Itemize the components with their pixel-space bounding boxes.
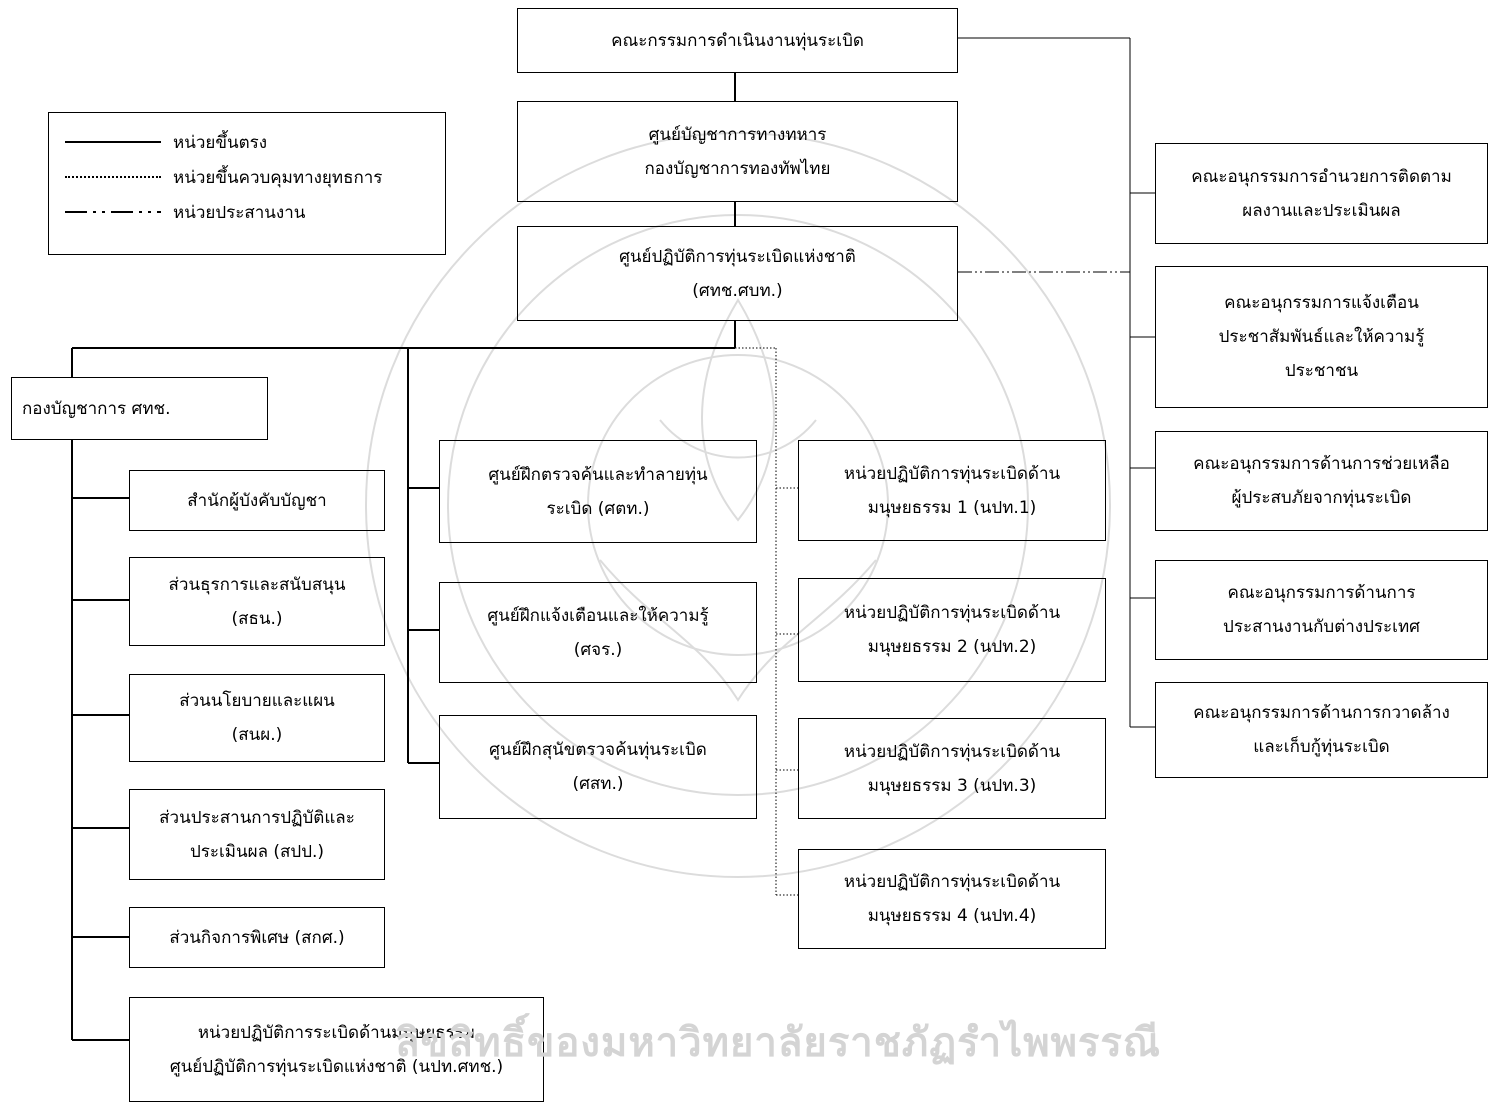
box-text-line: ประชาชน (1284, 361, 1359, 381)
box-text-line: สำนักผู้บังคับบัญชา (187, 490, 327, 511)
box-text-line: มนุษยธรรม 3 (นปท.3) (867, 775, 1037, 796)
box-text-line: คณะอนุกรรมการด้านการกวาดล้าง (1193, 703, 1450, 723)
box-text-line: กองบัญชาการ ศทช. (22, 398, 171, 419)
box-text-line: หน่วยปฏิบัติการระเบิดด้านมนุษยธรรม (197, 1022, 476, 1043)
box-text-line: มนุษยธรรม 4 (นปท.4) (867, 906, 1037, 926)
legend-dotted-line (65, 176, 161, 178)
box-text-line: ศูนย์ปฏิบัติการทุ่นระเบิดแห่งชาติ (619, 246, 856, 267)
humanitarian-unit-4: หน่วยปฏิบัติการทุ่นระเบิดด้านมนุษยธรรม 4… (798, 849, 1106, 949)
box-text-line: ส่วนประสานการปฏิบัติและ (159, 807, 355, 828)
box-text-line: หน่วยปฏิบัติการทุ่นระเบิดด้าน (843, 741, 1061, 762)
box-text-line: (ศสท.) (572, 774, 624, 794)
box-text-line: ประชาสัมพันธ์และให้ความรู้ (1218, 327, 1425, 347)
humanitarian-unit-1: หน่วยปฏิบัติการทุ่นระเบิดด้านมนุษยธรรม 1… (798, 440, 1106, 541)
box-text-line: ส่วนกิจการพิเศษ (สกศ.) (169, 927, 345, 948)
subcommittee-international: คณะอนุกรรมการด้านการประสานงานกับต่างประเ… (1155, 560, 1488, 660)
box-text-line: ส่วนธุรการและสนับสนุน (168, 574, 346, 595)
box-text-line: มนุษยธรรม 1 (นปท.1) (867, 497, 1037, 518)
training-center-detection-destruction: ศูนย์ฝึกตรวจค้นและทำลายทุ่นระเบิด (ศตท.) (439, 440, 757, 543)
legend: หน่วยขึ้นตรง หน่วยขึ้นควบคุมทางยุทธการ ห… (48, 112, 446, 255)
hq-box: กองบัญชาการ ศทช. (11, 377, 268, 440)
copyright-watermark: ลิขสิทธิ์ของมหาวิทยาลัยราชภัฏรำไพพรรณี (395, 1020, 1162, 1066)
box-text-line: (ศจร.) (573, 639, 623, 660)
subcommittee-monitoring: คณะอนุกรรมการอำนวยการติดตามผลงานและประเม… (1155, 143, 1488, 244)
box-text-line: ผลงานและประเมินผล (1242, 200, 1401, 221)
box-text-line: (สธน.) (231, 608, 283, 629)
box-text-line: ศูนย์ฝึกตรวจค้นและทำลายทุ่น (488, 464, 708, 485)
hq-unit-special-affairs: ส่วนกิจการพิเศษ (สกศ.) (129, 907, 385, 968)
box-text-line: หน่วยปฏิบัติการทุ่นระเบิดด้าน (843, 463, 1061, 484)
box-text-line: คณะอนุกรรมการด้านการ (1227, 583, 1416, 603)
box-text-line: คณะอนุกรรมการด้านการช่วยเหลือ (1193, 454, 1450, 474)
box-text-line: หน่วยปฏิบัติการทุ่นระเบิดด้าน (843, 872, 1061, 892)
box-text-line: มนุษยธรรม 2 (นปท.2) (867, 637, 1037, 657)
box-text-line: ศูนย์ฝึกสุนัขตรวจค้นทุ่นระเบิด (489, 740, 707, 760)
humanitarian-unit-3: หน่วยปฏิบัติการทุ่นระเบิดด้านมนุษยธรรม 3… (798, 718, 1106, 819)
legend-item-operational: หน่วยขึ้นควบคุมทางยุทธการ (49, 160, 382, 194)
box-text-line: ระเบิด (ศตท.) (546, 498, 650, 519)
subcommittee-awareness: คณะอนุกรรมการแจ้งเตือนประชาสัมพันธ์และให… (1155, 266, 1488, 408)
subcommittee-clearance: คณะอนุกรรมการด้านการกวาดล้างและเก็บกู้ทุ… (1155, 682, 1488, 778)
box-text-line: ประสานงานกับต่างประเทศ (1223, 617, 1420, 637)
box-text-line: ส่วนนโยบายและแผน (179, 691, 335, 711)
box-text-line: คณะอนุกรรมการอำนวยการติดตาม (1191, 166, 1452, 187)
box-text-line: ศูนย์ฝึกแจ้งเตือนและให้ความรู้ (487, 605, 709, 626)
humanitarian-unit-2: หน่วยปฏิบัติการทุ่นระเบิดด้านมนุษยธรรม 2… (798, 578, 1106, 682)
training-center-awareness: ศูนย์ฝึกแจ้งเตือนและให้ความรู้ (ศจร.) (439, 582, 757, 683)
subcommittee-victim-assistance: คณะอนุกรรมการด้านการช่วยเหลือผู้ประสบภัย… (1155, 431, 1488, 531)
box-text-line: (สนผ.) (231, 725, 283, 745)
hq-unit-coordination-evaluation: ส่วนประสานการปฏิบัติและประเมินผล (สปป.) (129, 789, 385, 880)
legend-solid-line (65, 141, 161, 143)
committee-box: คณะกรรมการดำเนินงานทุ่นระเบิด (517, 8, 958, 73)
hq-unit-command-office: สำนักผู้บังคับบัญชา (129, 470, 385, 531)
box-text-line: ประเมินผล (สปป.) (189, 841, 325, 862)
legend-dashdot-line (65, 211, 161, 213)
training-center-dogs: ศูนย์ฝึกสุนัขตรวจค้นทุ่นระเบิด (ศสท.) (439, 715, 757, 819)
legend-item-coordination: หน่วยประสานงาน (49, 195, 305, 229)
box-text-line: คณะอนุกรรมการแจ้งเตือน (1224, 293, 1419, 313)
box-text-line: หน่วยปฏิบัติการทุ่นระเบิดด้าน (843, 603, 1061, 623)
hq-unit-humanitarian-ops: หน่วยปฏิบัติการระเบิดด้านมนุษยธรรมศูนย์ป… (129, 997, 544, 1102)
box-text-line: กองบัญชาการทองทัพไทย (644, 158, 831, 179)
box-text-line: คณะกรรมการดำเนินงานทุ่นระเบิด (611, 30, 864, 51)
box-text-line: ศูนย์ปฏิบัติการทุ่นระเบิดแห่งชาติ (นปท.ศ… (169, 1056, 504, 1077)
tmac-box: ศูนย์ปฏิบัติการทุ่นระเบิดแห่งชาติ (ศทช.ศบ… (517, 226, 958, 321)
box-text-line: ผู้ประสบภัยจากทุ่นระเบิด (1231, 488, 1412, 508)
legend-item-direct: หน่วยขึ้นตรง (49, 125, 267, 159)
military-command-box: ศูนย์บัญชาการทางทหารกองบัญชาการทองทัพไทย (517, 101, 958, 202)
box-text-line: (ศทช.ศบท.) (692, 280, 783, 301)
box-text-line: และเก็บกู้ทุ่นระเบิด (1253, 737, 1390, 757)
hq-unit-admin-support: ส่วนธุรการและสนับสนุน (สธน.) (129, 557, 385, 646)
box-text-line: ศูนย์บัญชาการทางทหาร (648, 124, 827, 145)
hq-unit-policy-plans: ส่วนนโยบายและแผน (สนผ.) (129, 674, 385, 762)
